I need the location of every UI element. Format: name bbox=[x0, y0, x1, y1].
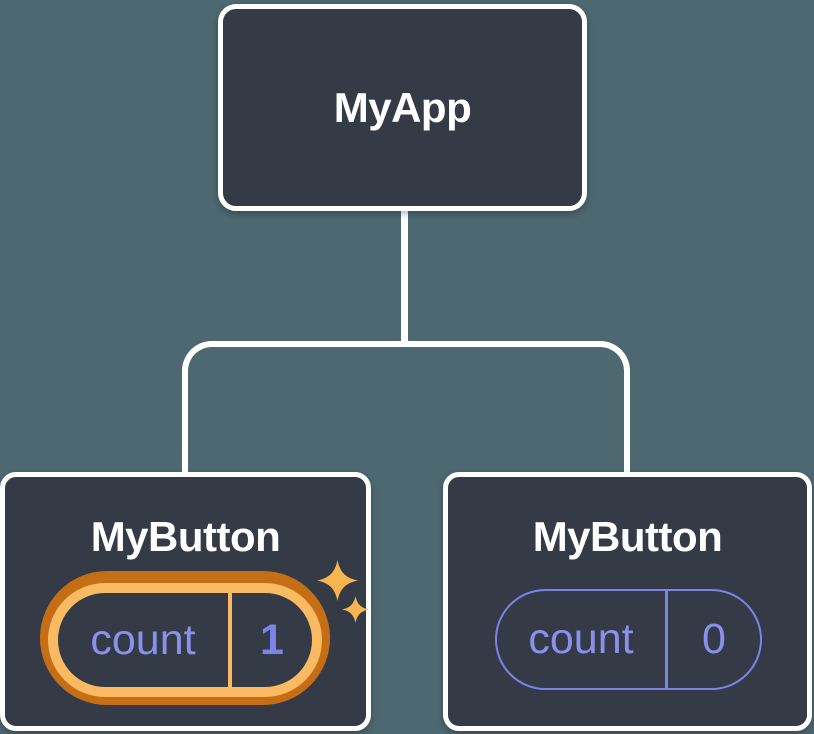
state-name: count bbox=[90, 615, 196, 664]
state-pill: count 0 bbox=[495, 589, 762, 690]
component-node-mybutton-right: MyButton count 0 bbox=[443, 472, 812, 731]
state-name-segment: count bbox=[58, 593, 228, 687]
tree-connector-branch bbox=[182, 341, 630, 472]
state-value: 1 bbox=[260, 615, 284, 664]
state-pill-divider bbox=[228, 593, 232, 687]
state-name: count bbox=[528, 615, 634, 663]
component-node-myapp: MyApp bbox=[218, 4, 587, 211]
state-pill-divider bbox=[665, 591, 668, 688]
state-value-segment: 0 bbox=[668, 591, 760, 688]
sparkle-icon bbox=[342, 596, 369, 623]
tree-connector-root-stem bbox=[401, 208, 408, 347]
component-node-mybutton-left: MyButton count 1 bbox=[0, 472, 371, 731]
component-label: MyButton bbox=[90, 513, 281, 560]
component-label: MyButton bbox=[532, 513, 723, 560]
state-name-segment: count bbox=[497, 591, 665, 688]
state-pill-highlight-ring-inner: count 1 bbox=[48, 583, 322, 697]
component-label: MyApp bbox=[333, 83, 472, 131]
state-value: 0 bbox=[702, 615, 726, 663]
sparkle-icon bbox=[317, 560, 358, 601]
state-pill-highlight-ring: count 1 bbox=[40, 571, 330, 705]
state-value-segment: 1 bbox=[232, 593, 312, 687]
state-pill: count 1 bbox=[58, 593, 312, 687]
